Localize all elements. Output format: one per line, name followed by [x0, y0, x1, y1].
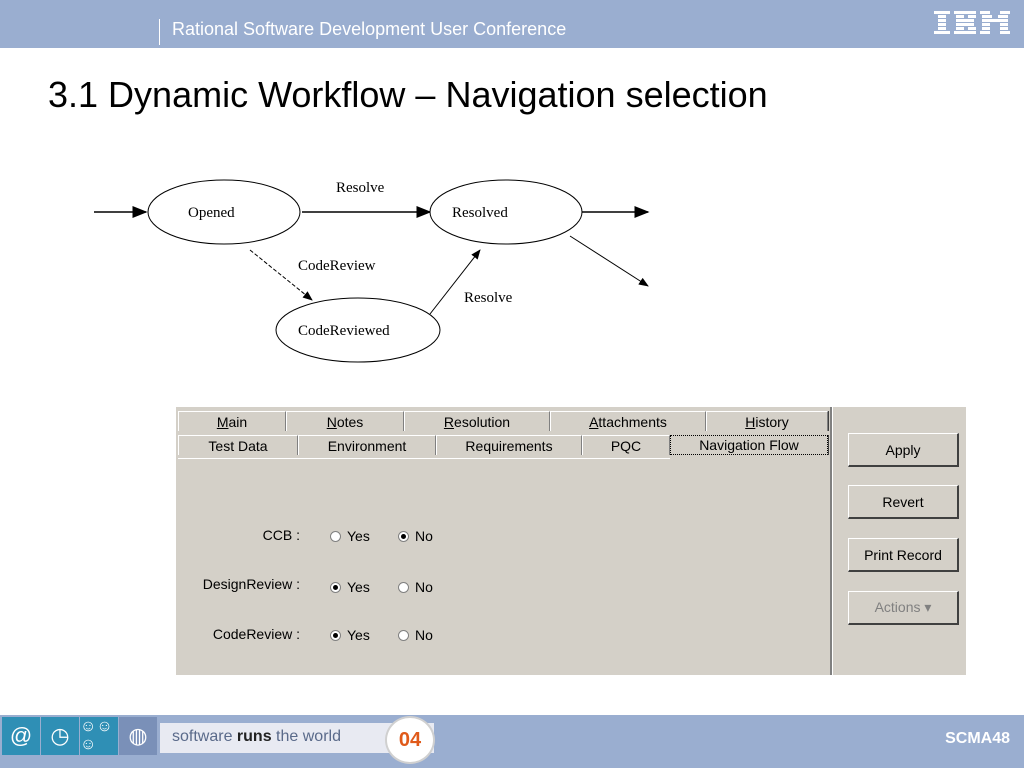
designreview-yes-radio[interactable]: Yes [330, 579, 370, 595]
tab-history[interactable]: History [706, 411, 828, 431]
codereview-arrow [249, 249, 313, 301]
resolve-back-arrow [429, 249, 481, 315]
ccb-no-radio[interactable]: No [398, 528, 433, 544]
ibm-logo [934, 11, 1010, 34]
designreview-no-radio[interactable]: No [398, 579, 433, 595]
transition-label-resolve: Resolve [336, 180, 385, 196]
tab-notes[interactable]: Notes [286, 411, 404, 431]
apply-button[interactable]: Apply [848, 433, 959, 467]
tab-main[interactable]: Main [178, 411, 286, 431]
exit-arrow-2 [569, 235, 649, 287]
radio-dot-selected [330, 581, 341, 593]
state-label-resolved: Resolved [452, 205, 508, 221]
slide-header: Rational Software Development User Confe… [0, 0, 1024, 48]
state-label-codereviewed: CodeReviewed [298, 323, 390, 339]
header-separator [159, 19, 160, 45]
codereview-yes-radio[interactable]: Yes [330, 627, 370, 643]
tab-navigation-flow[interactable]: Navigation Flow [670, 435, 828, 455]
codereview-label: CodeReview : [212, 626, 300, 642]
state-opened [147, 179, 301, 245]
globe-icon: ◍ [119, 717, 157, 755]
record-form-panel: Main Notes Resolution Attachments Histor… [176, 407, 966, 675]
tab-pqc[interactable]: PQC [582, 435, 670, 455]
state-resolved [429, 179, 583, 245]
print-record-button[interactable]: Print Record [848, 538, 959, 572]
slide-code: SCMA48 [945, 730, 1010, 747]
state-label-opened: Opened [188, 205, 235, 221]
year-badge: 04 [385, 716, 435, 764]
radio-dot [330, 530, 341, 542]
conference-title: Rational Software Development User Confe… [172, 19, 567, 39]
panel-divider [830, 407, 833, 675]
actions-dropdown-button[interactable]: Actions ▾ [848, 591, 959, 625]
tab-environment[interactable]: Environment [298, 435, 436, 455]
tab-strip-baseline [178, 458, 670, 459]
people-icon: ☺☺☺ [80, 717, 118, 755]
radio-dot [398, 629, 409, 641]
workflow-diagram: Opened Resolved CodeReviewed Resolve Cod… [94, 179, 650, 363]
tab-resolution[interactable]: Resolution [404, 411, 550, 431]
tab-test-data[interactable]: Test Data [178, 435, 298, 455]
spiral-icon: @ [2, 717, 40, 755]
designreview-label: DesignReview : [202, 576, 300, 592]
radio-dot-selected [330, 629, 341, 641]
radio-dot-selected [398, 530, 409, 542]
state-codereviewed [275, 297, 441, 363]
slide-title: 3.1 Dynamic Workflow – Navigation select… [48, 74, 768, 115]
radio-dot [398, 581, 409, 593]
ccb-yes-radio[interactable]: Yes [330, 528, 370, 544]
ccb-label: CCB : [262, 527, 300, 543]
tab-requirements[interactable]: Requirements [436, 435, 582, 455]
transition-label-codereview: CodeReview [298, 258, 376, 274]
revert-button[interactable]: Revert [848, 485, 959, 519]
footer-tagline: software runs the world [172, 728, 341, 745]
codereview-no-radio[interactable]: No [398, 627, 433, 643]
tab-attachments[interactable]: Attachments [550, 411, 706, 431]
transition-label-resolve-2: Resolve [464, 290, 513, 306]
clock-icon: ◷ [41, 717, 79, 755]
